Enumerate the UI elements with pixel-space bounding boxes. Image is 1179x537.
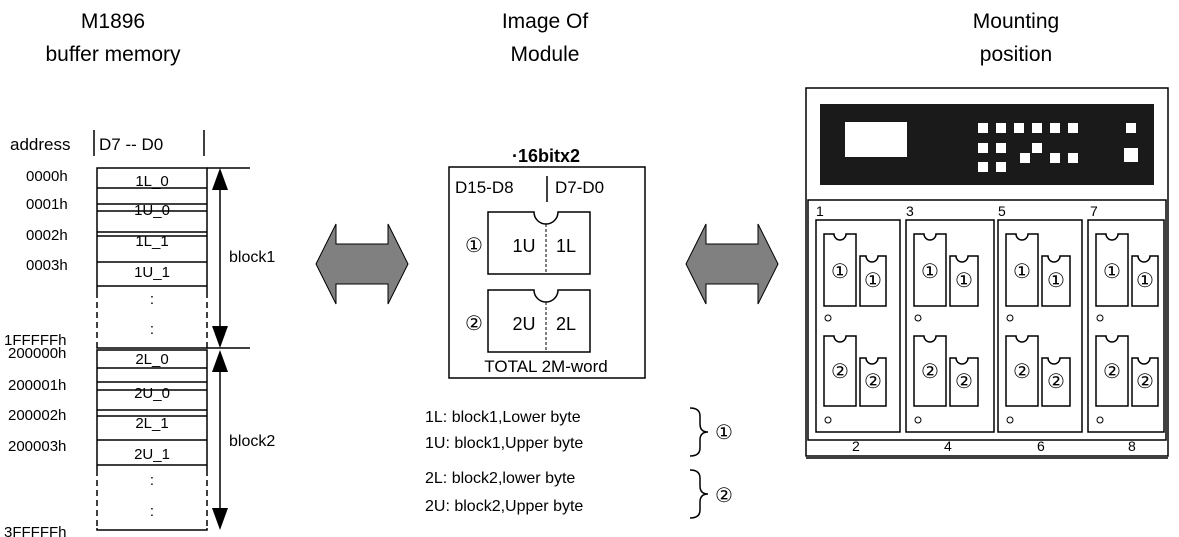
socket-number-2: ② [864,371,882,393]
slot-label-8: 8 [1128,438,1136,454]
header-right-line1: Mounting [973,10,1059,33]
block1-end-address: 1FFFFFh [4,332,67,349]
table-row-address: 0002h [26,227,68,244]
header-center-line2: Module [511,43,580,66]
module-slot: ① ① ② ② [815,219,901,433]
table-row-address: 200000h [8,345,66,362]
chip1-lower-label: 1L [556,236,576,256]
mounting-board: 1 3 5 7 2 4 6 8 ① ① ② ② ① ① [805,87,1169,459]
ellipsis-dot: : [150,472,154,489]
socket-number-1: ① [955,270,973,292]
slot-label-3: 3 [906,203,914,219]
double-arrow-left [315,223,409,305]
table-row-address: 200001h [8,377,66,394]
ellipsis-dot: : [150,503,154,520]
slot-label-5: 5 [998,203,1006,219]
arrow-head-up [212,168,228,190]
table-row-value: 2U_1 [134,446,170,463]
module-image: ·16bitx2 D15-D8 D7-D0 ① 1U 1L ② 2U 2L TO… [448,146,646,379]
table-row-value: 2U_0 [134,385,170,402]
socket-number-2: ② [955,371,973,393]
display-window [845,122,907,157]
slot-label-4: 4 [944,438,952,454]
table-row-address: 0001h [26,196,68,213]
data-column-header: D7 -- D0 [99,135,163,154]
brace-icon [689,469,709,519]
block1-rows: 0000h 1L_0 0001h 1U_0 0002h 1L_1 0003h 1… [26,168,170,281]
arrow-head-up [212,350,228,372]
legend-item: 1L: block1,Lower byte [425,409,581,426]
module-chip-2: ② 2U 2L [465,289,591,353]
block2-label: block2 [229,433,275,450]
chip2-lower-label: 2L [556,314,576,334]
block2-end-address: 3FFFFFh [4,524,67,537]
socket-number-1: ① [1013,261,1031,283]
arrow-head-down [212,508,228,530]
module-col-low: D7-D0 [555,178,604,197]
table-row-address: 200003h [8,438,66,455]
slot-label-2: 2 [852,438,860,454]
module-total: TOTAL 2M-word [484,357,607,376]
header-left-line2: buffer memory [46,43,181,66]
legend-group2-number: ② [715,485,733,507]
memory-table: address D7 -- D0 0000h 1L_0 0001h 1U_0 0… [4,130,275,537]
legend-item: 2L: block2,lower byte [425,470,575,487]
header-right-line2: position [980,43,1052,66]
block2-rows: 200000h 2L_0 200001h 2U_0 200002h 2L_1 2… [8,345,170,463]
legend-group1-number: ① [715,422,733,444]
panel-keys [978,123,1138,172]
legend-item: 1U: block1,Upper byte [425,435,583,452]
socket-number-1: ① [864,270,882,292]
module-slot: ① ① ② ② [905,219,995,433]
module-slot: ① ① ② ② [997,219,1083,433]
legend-item: 2U: block2,Upper byte [425,498,583,515]
socket-number-1: ① [1047,270,1065,292]
socket-number-2: ② [1103,361,1121,383]
socket-number-2: ② [1047,371,1065,393]
slot-label-7: 7 [1090,203,1098,219]
slot-label-1: 1 [816,203,824,219]
module-chip-1: ① 1U 1L [465,211,591,275]
table-row-value: 1U_0 [134,202,170,219]
socket-number-2: ② [831,361,849,383]
module-width-label: ·16bitx2 [512,146,580,166]
chip1-number: ① [465,235,483,257]
block1-label: block1 [229,249,275,266]
chip1-upper-label: 1U [512,236,535,256]
table-row-value: 1U_1 [134,264,170,281]
chip2-number: ② [465,313,483,335]
table-row-address: 0003h [26,257,68,274]
arrow-head-down [212,326,228,348]
legend: 1L: block1,Lower byte 1U: block1,Upper b… [425,407,733,519]
socket-number-2: ② [1136,371,1154,393]
socket-number-1: ① [921,261,939,283]
chip2-upper-label: 2U [512,314,535,334]
table-row-address: 0000h [26,168,68,185]
module-col-high: D15-D8 [455,178,514,197]
double-arrow-right [685,223,779,305]
socket-number-1: ① [1103,261,1121,283]
header-left-line1: M1896 [81,10,145,33]
table-row-value: 2L_1 [135,415,168,432]
table-row-value: 2L_0 [135,351,168,368]
brace-icon [689,407,709,457]
ellipsis-dot: : [150,291,154,308]
socket-number-2: ② [1013,361,1031,383]
socket-number-1: ① [831,261,849,283]
table-row-address: 200002h [8,407,66,424]
module-slot: ① ① ② ② [1087,219,1165,433]
socket-number-1: ① [1136,270,1154,292]
header-center-line1: Image Of [502,10,589,33]
ellipsis-dot: : [150,321,154,338]
address-column-header: address [10,135,70,154]
slot-label-6: 6 [1037,438,1045,454]
socket-number-2: ② [921,361,939,383]
table-row-value: 1L_0 [135,173,168,190]
table-row-value: 1L_1 [135,233,168,250]
